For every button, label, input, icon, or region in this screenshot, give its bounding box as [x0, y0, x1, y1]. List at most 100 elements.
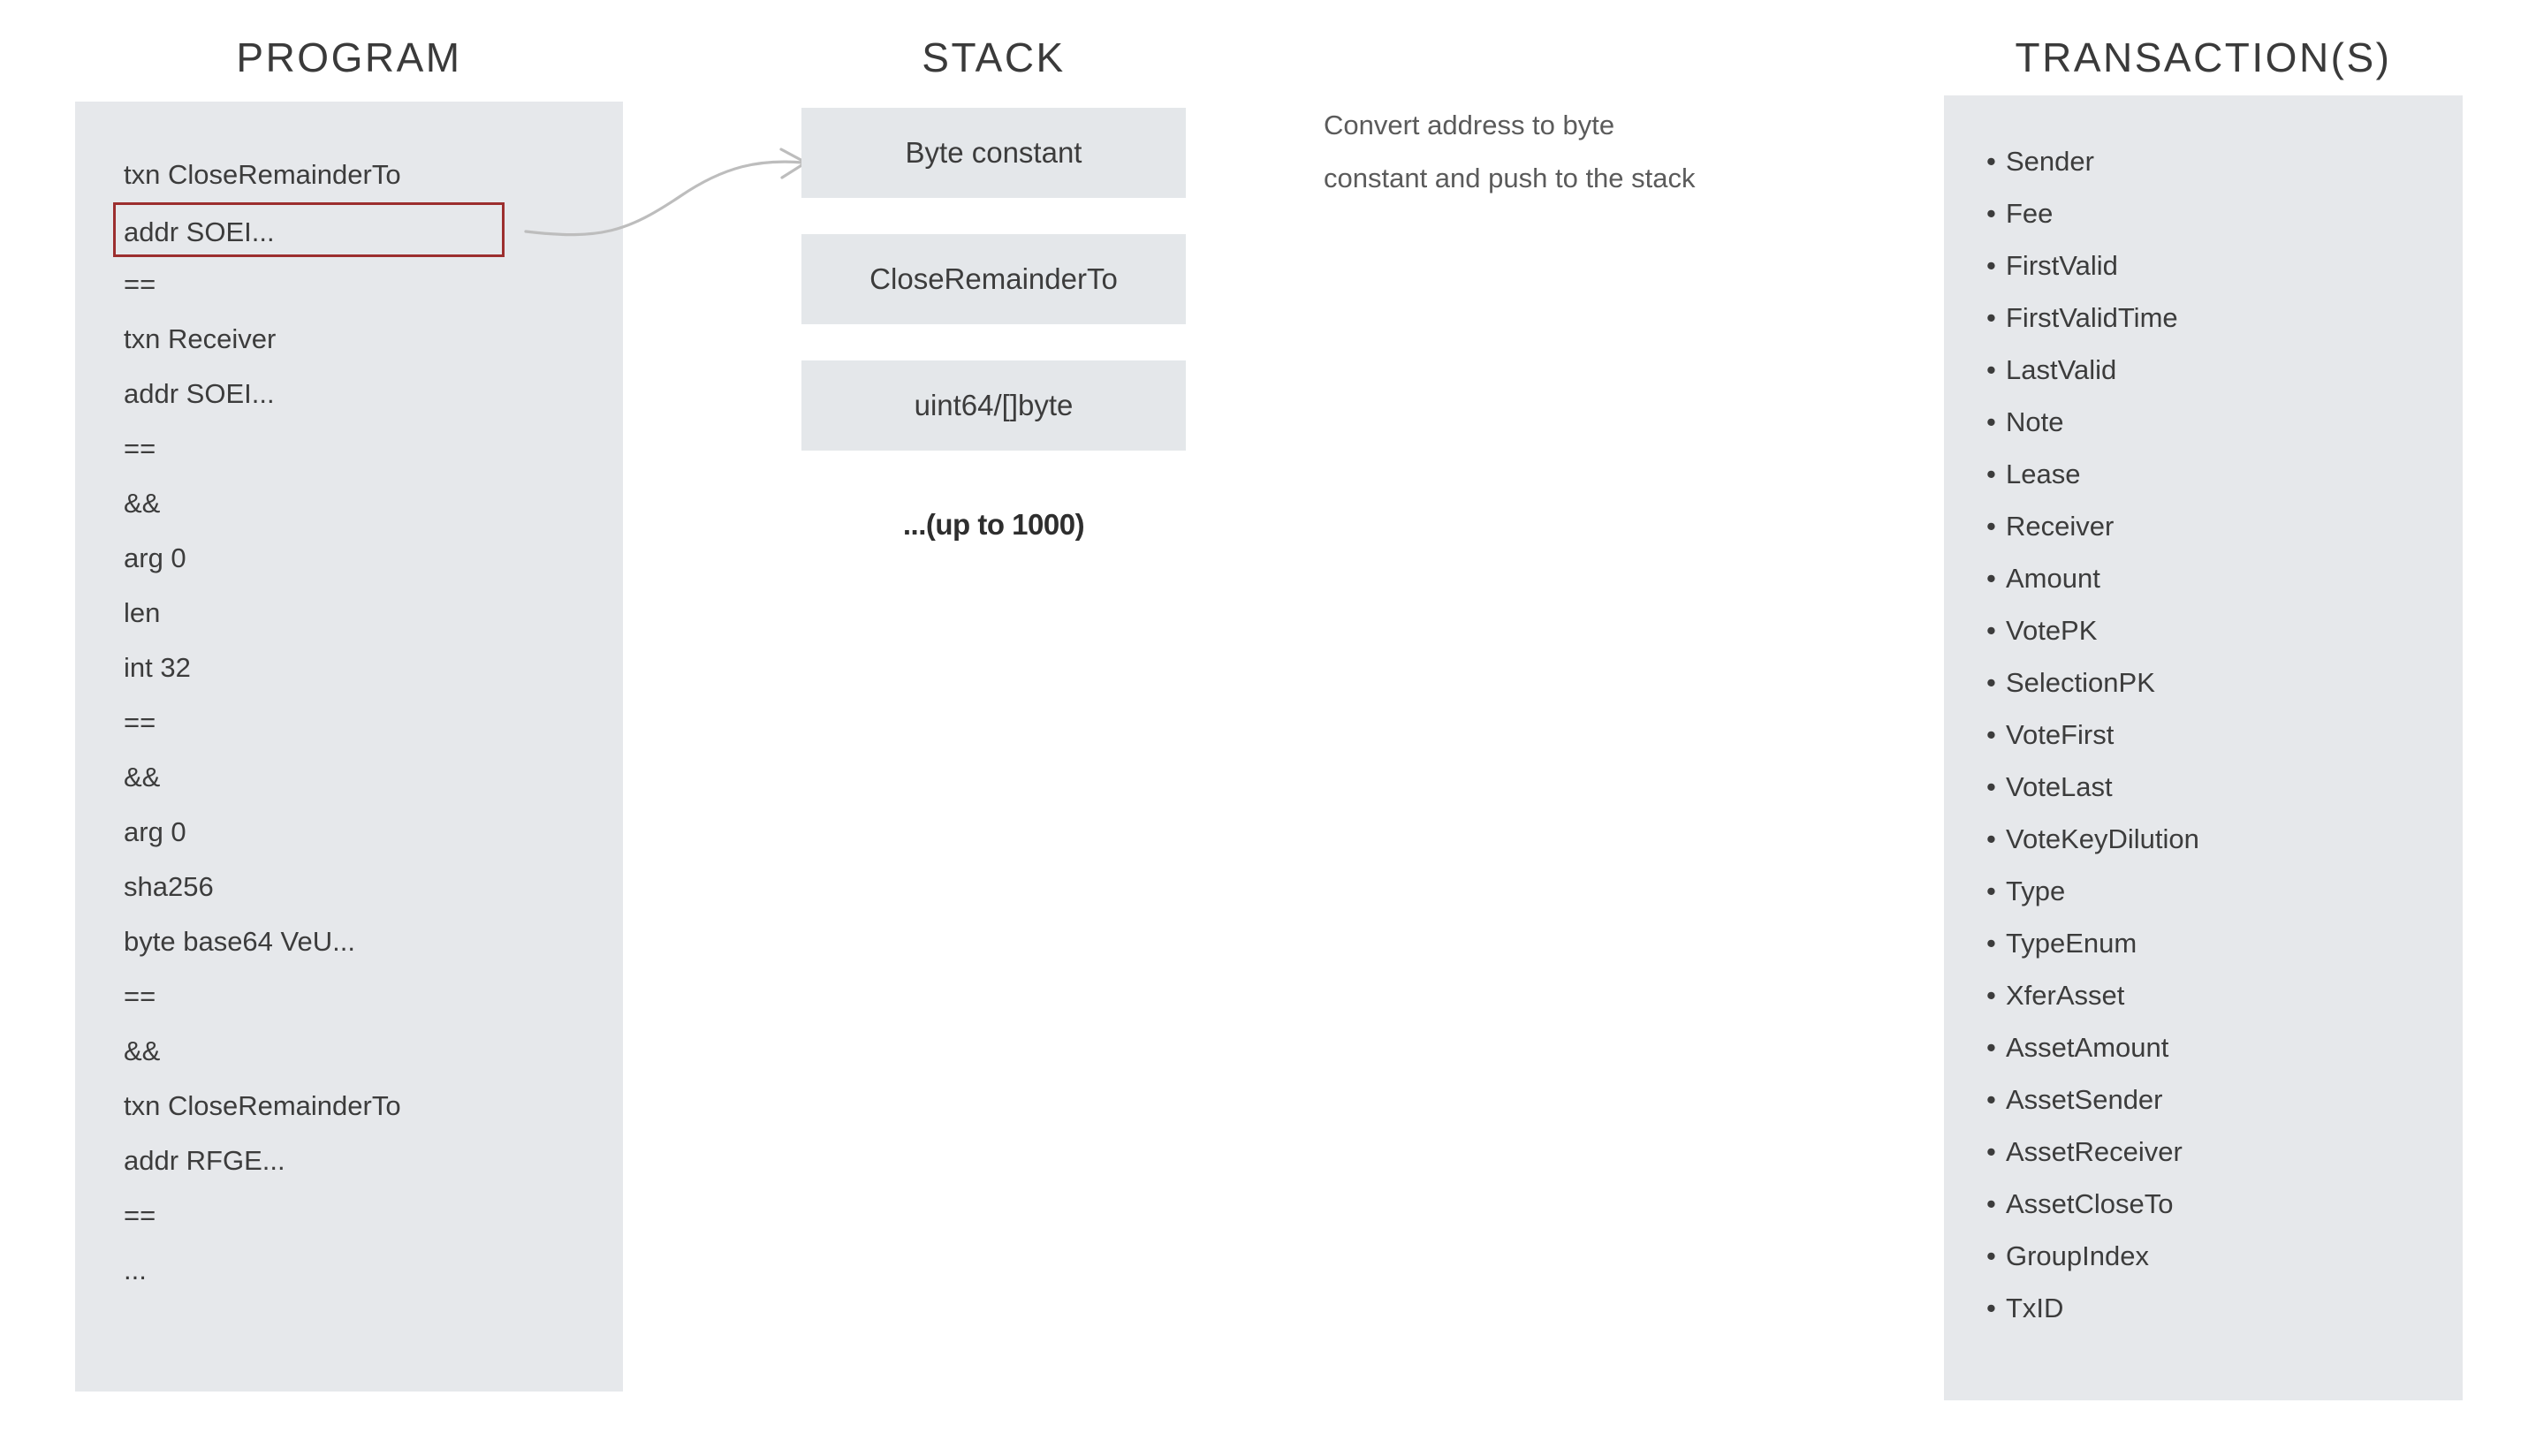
- program-line: len: [124, 597, 161, 628]
- bullet-icon: •: [1986, 667, 1996, 698]
- bullet-icon: •: [1986, 1240, 1996, 1271]
- bullet-icon: •: [1986, 511, 1996, 542]
- stack-frame-byte-constant: Byte constant: [801, 108, 1186, 198]
- bullet-icon: •: [1986, 146, 1996, 177]
- transaction-field: • LastValid: [1986, 344, 2446, 396]
- transaction-field: • Type: [1986, 865, 2446, 917]
- transaction-field: • Note: [1986, 396, 2446, 448]
- transaction-field-label: VoteLast: [2006, 771, 2113, 802]
- bullet-icon: •: [1986, 771, 1996, 802]
- transaction-field-label: LastValid: [2006, 354, 2117, 385]
- program-line: txn Receiver: [124, 323, 277, 354]
- transaction-field: • VotePK: [1986, 604, 2446, 656]
- program-line: ==: [124, 707, 156, 738]
- transaction-field: • Amount: [1986, 552, 2446, 604]
- annotation-line-1: Convert address to byte: [1324, 110, 1615, 140]
- transaction-column-heading: TRANSACTION(S): [2015, 34, 2392, 80]
- transaction-field-label: GroupIndex: [2006, 1240, 2149, 1271]
- transaction-field-label: Lease: [2006, 459, 2081, 489]
- program-line: &&: [124, 1035, 161, 1066]
- program-line: &&: [124, 488, 161, 519]
- annotation-line-2: constant and push to the stack: [1324, 163, 1696, 193]
- transaction-field: • GroupIndex: [1986, 1230, 2446, 1282]
- bullet-icon: •: [1986, 719, 1996, 750]
- transaction-field: •XferAsset: [1986, 969, 2446, 1021]
- transaction-field: • VoteLast: [1986, 761, 2446, 813]
- transaction-field: • VoteKeyDilution: [1986, 813, 2446, 865]
- transaction-field-label: Amount: [2006, 563, 2100, 594]
- bullet-icon: •: [1986, 198, 1996, 229]
- transaction-field-label: AssetReceiver: [2006, 1136, 2183, 1167]
- stack-frame-label: CloseRemainderTo: [869, 262, 1118, 295]
- stack-frame-label: uint64/[]byte: [914, 389, 1074, 421]
- program-line: byte base64 VeU...: [124, 926, 355, 957]
- program-panel: txn CloseRemainderTo addr SOEI... == txn Re…: [75, 102, 623, 1392]
- program-line: addr SOEI...: [124, 378, 275, 409]
- program-line: sha256: [124, 871, 214, 902]
- bullet-icon: •: [1986, 1032, 1996, 1063]
- transaction-field-label: FirstValid: [2006, 250, 2118, 281]
- program-line: ==: [124, 1200, 156, 1231]
- bullet-icon: •: [1986, 876, 1996, 906]
- transaction-field: • AssetSender: [1986, 1073, 2446, 1126]
- stack-frame-uint64-byte: uint64/[]byte: [801, 360, 1186, 451]
- annotation-text: Convert address to byte constant and pus…: [1324, 99, 1872, 205]
- program-line: ==: [124, 981, 156, 1012]
- transaction-field-label: VotePK: [2006, 615, 2098, 646]
- transaction-panel: • Sender • Fee • FirstValid • FirstValidTime • La…: [1944, 95, 2463, 1400]
- bullet-icon: •: [1986, 459, 1996, 489]
- transaction-field-label: SelectionPK: [2006, 667, 2155, 698]
- transaction-field-label: AssetSender: [2006, 1084, 2163, 1115]
- stack-capacity-note: ...(up to 1000): [902, 508, 1085, 541]
- transaction-field-label: TypeEnum: [2006, 928, 2137, 959]
- transaction-field: • AssetCloseTo: [1986, 1178, 2446, 1230]
- transaction-field: • SelectionPK: [1986, 656, 2446, 709]
- transaction-field: • Receiver: [1986, 500, 2446, 552]
- stack-frame-label: Byte constant: [905, 136, 1082, 169]
- transaction-field: • TxID: [1986, 1282, 2446, 1334]
- transaction-field-label: TxID: [2006, 1293, 2064, 1323]
- transaction-field: • Fee: [1986, 187, 2446, 239]
- transaction-field-label: Receiver: [2006, 511, 2115, 542]
- bullet-icon: •: [1986, 1188, 1996, 1219]
- transaction-field: • Sender: [1986, 135, 2446, 187]
- bullet-icon: •: [1986, 406, 1996, 437]
- program-line: ==: [124, 269, 156, 300]
- program-line: int 32: [124, 652, 191, 683]
- bullet-icon: •: [1986, 615, 1996, 646]
- transaction-field-label: VoteKeyDilution: [2006, 823, 2199, 854]
- program-line-highlighted: addr SOEI...: [113, 202, 505, 257]
- stack-column-heading: STACK: [922, 34, 1066, 80]
- transaction-field: • VoteFirst: [1986, 709, 2446, 761]
- transaction-field: • FirstValid: [1986, 239, 2446, 292]
- transaction-field-list: • Sender • Fee • FirstValid • FirstValidTime • La…: [1986, 135, 2446, 1334]
- transaction-field: • AssetReceiver: [1986, 1126, 2446, 1178]
- program-column-heading: PROGRAM: [236, 34, 462, 80]
- program-line: addr RFGE...: [124, 1145, 285, 1176]
- transaction-field-label: FirstValidTime: [2006, 302, 2178, 333]
- program-line: &&: [124, 762, 161, 792]
- program-line: ==: [124, 433, 156, 464]
- bullet-icon: •: [1986, 354, 1996, 385]
- transaction-field: • FirstValidTime: [1986, 292, 2446, 344]
- bullet-icon: •: [1986, 1084, 1996, 1115]
- transaction-field-label: VoteFirst: [2006, 719, 2115, 750]
- transaction-field: •TypeEnum: [1986, 917, 2446, 969]
- transaction-field-label: Type: [2006, 876, 2066, 906]
- transaction-field-label: Note: [2006, 406, 2064, 437]
- bullet-icon: •: [1986, 823, 1996, 854]
- transaction-field-label: Sender: [2006, 146, 2094, 177]
- bullet-icon: •: [1986, 302, 1996, 333]
- transaction-field-label: AssetCloseTo: [2006, 1188, 2174, 1219]
- transaction-field-label: XferAsset: [2006, 980, 2125, 1011]
- program-line: txn CloseRemainderTo: [124, 159, 401, 190]
- transaction-field-label: AssetAmount: [2006, 1032, 2169, 1063]
- bullet-icon: •: [1986, 1293, 1996, 1323]
- program-instruction-list: txn CloseRemainderTo addr SOEI... == txn Re…: [113, 148, 619, 1298]
- bullet-icon: •: [1986, 563, 1996, 594]
- transaction-field: • AssetAmount: [1986, 1021, 2446, 1073]
- bullet-icon: •: [1986, 1136, 1996, 1167]
- transaction-field-label: Fee: [2006, 198, 2054, 229]
- bullet-icon: •: [1986, 250, 1996, 281]
- program-line: ...: [124, 1255, 147, 1285]
